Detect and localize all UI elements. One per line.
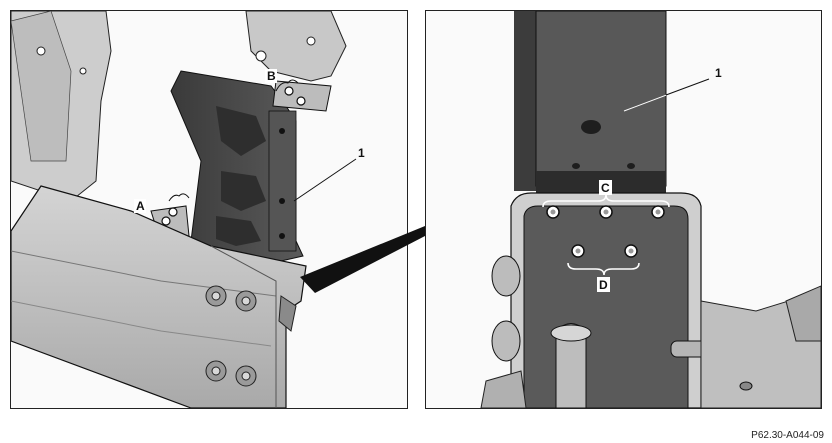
callout-1-left: 1	[358, 146, 365, 160]
overview-panel: 1 B A	[10, 10, 408, 409]
frame-member	[11, 185, 307, 408]
detail-panel: 1 C D	[425, 10, 822, 409]
support-bracket-detail	[514, 11, 667, 193]
frame-member-detail	[480, 192, 821, 408]
brace-d	[567, 262, 640, 276]
callout-b: B	[267, 69, 276, 83]
figure-id: P62.30-A044-09	[751, 430, 824, 441]
leader-1-left	[293, 158, 357, 202]
callout-c: C	[601, 181, 610, 195]
holes-d	[571, 244, 638, 258]
upper-mount	[245, 11, 347, 82]
overview-illustration: 1 B A	[11, 11, 365, 408]
callout-a: A	[136, 199, 145, 213]
holes-c	[546, 205, 665, 219]
support-bracket	[170, 70, 304, 262]
callout-d: D	[599, 278, 608, 292]
mounting-plate-b	[272, 80, 332, 112]
detail-illustration: 1 C D	[480, 11, 821, 408]
callout-1-right: 1	[715, 66, 722, 80]
